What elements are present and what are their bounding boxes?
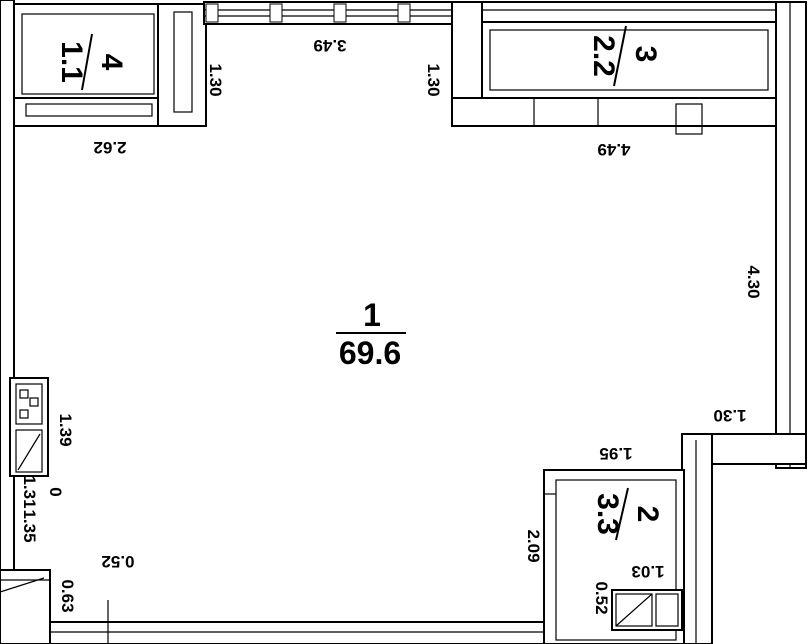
room-main-area: 69.6 <box>339 335 401 371</box>
room-top-right-area: 2.2 <box>587 35 620 77</box>
room-bottom-right-area: 3.3 <box>591 493 624 535</box>
room-top-right-number: 3 <box>629 46 662 63</box>
dim-left-kitchen: 1.39 <box>56 413 75 446</box>
room-bottom-right-number: 2 <box>631 506 664 523</box>
dim-left-small-0: 0 <box>46 487 65 496</box>
room-main-number: 1 <box>363 297 381 333</box>
room-top-right-label: 3 2.2 <box>587 25 662 87</box>
dim-left-small-135: 1.35 <box>20 509 39 542</box>
room-main-label: 1 69.6 <box>336 297 406 371</box>
dim-right-wall: 4.30 <box>744 265 763 298</box>
dim-top-right-width: 4.49 <box>597 140 630 159</box>
dim-bottom-left-052: 0.52 <box>101 552 134 571</box>
dim-center-column-depth: 1.30 <box>424 63 443 96</box>
dim-bottom-left-063: 0.63 <box>58 579 77 612</box>
dimension-labels: 3.49 1.30 1.30 2.62 4.49 4.30 1.30 1.95 … <box>20 36 763 615</box>
dim-bath-fixture-103: 1.03 <box>631 562 664 581</box>
dim-top-center-width: 3.49 <box>313 36 346 55</box>
dim-bath-fixture-052: 0.52 <box>592 581 611 614</box>
room-top-left-area: 1.1 <box>55 41 88 83</box>
dim-left-balcony-depth: 1.30 <box>206 63 225 96</box>
dim-bathroom-width: 1.95 <box>599 444 632 463</box>
dim-right-notch: 1.30 <box>713 406 746 425</box>
room-top-left-number: 4 <box>95 54 128 71</box>
dim-left-small-131: 1.31 <box>20 475 39 508</box>
room-top-left-label: 4 1.1 <box>55 33 128 91</box>
room-bottom-right-label: 2 3.3 <box>591 487 664 541</box>
dim-bathroom-depth: 2.09 <box>524 529 543 562</box>
dim-top-left-width: 2.62 <box>93 138 126 157</box>
